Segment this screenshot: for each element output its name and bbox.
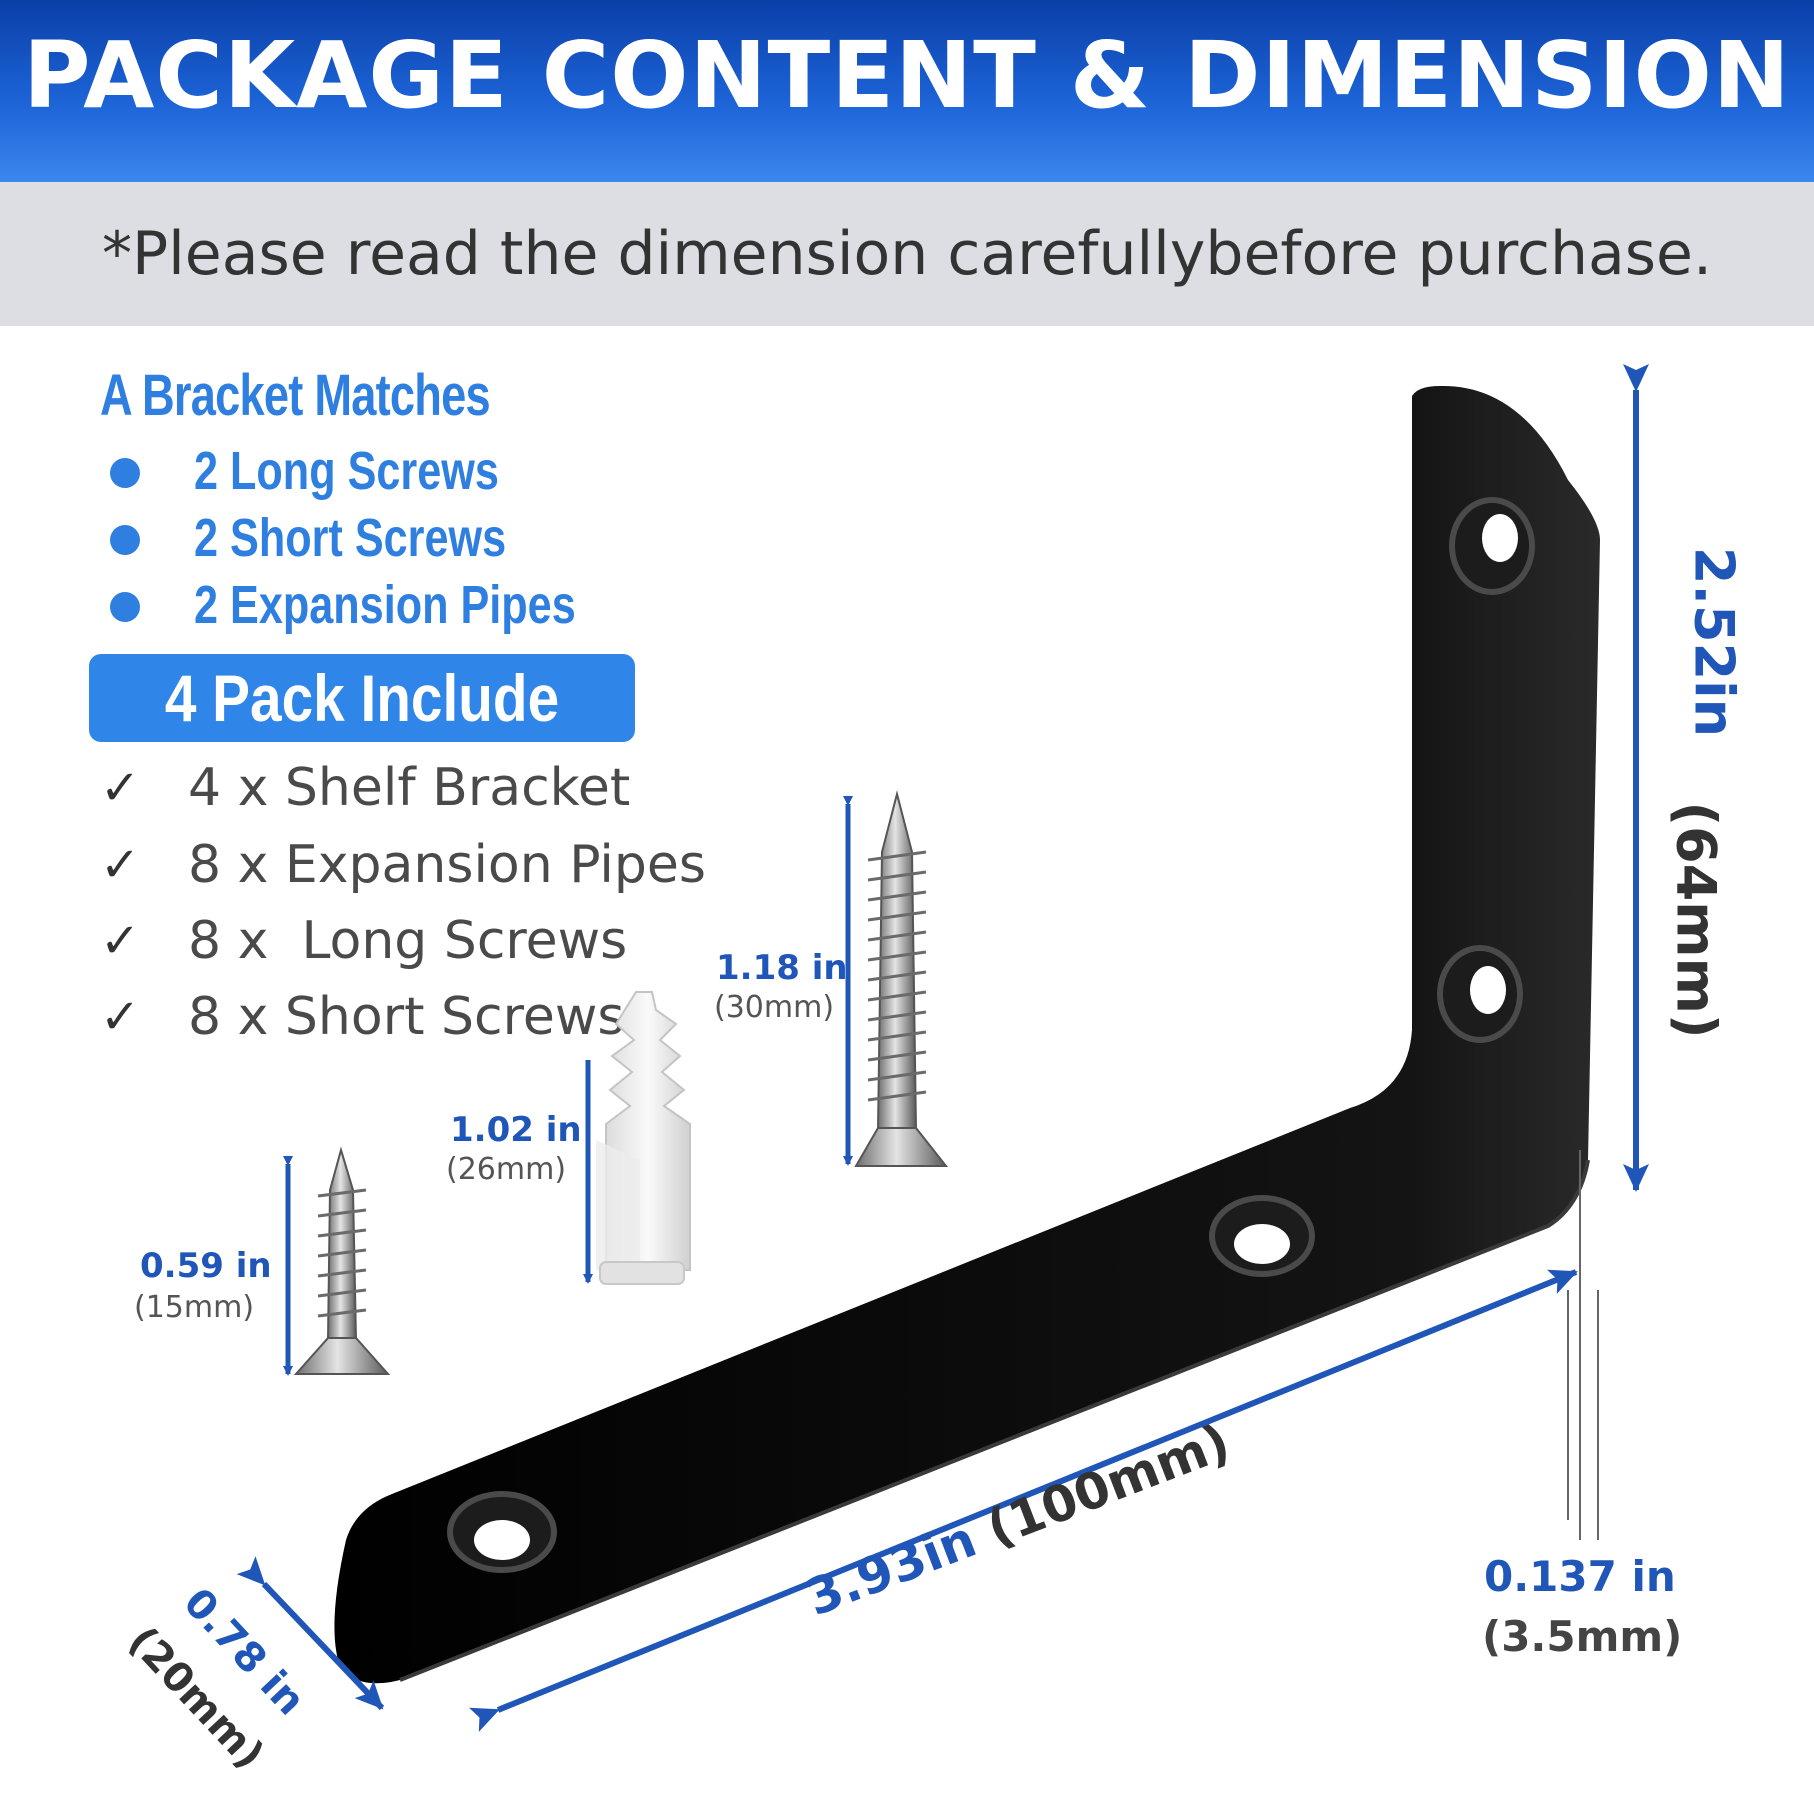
- long-screw-dimension-mm: (30mm): [714, 990, 835, 1025]
- long-screw-image: [854, 790, 949, 1167]
- pack-include-badge: 4 Pack Include: [89, 654, 635, 742]
- checkmark-icon: ✓: [100, 989, 141, 1045]
- header-banner: PACKAGE CONTENT & DIMENSION: [0, 0, 1814, 182]
- shelf-bracket-image: [334, 385, 1600, 1684]
- match-item-label: 2 Long Screws: [194, 441, 499, 501]
- bracket-thickness-dimension-mm: (3.5mm): [1482, 1612, 1683, 1661]
- dimension-arrows: [236, 364, 1649, 1732]
- notice-text: *Please read the dimension carefullybefo…: [101, 219, 1713, 289]
- page-title: PACKAGE CONTENT & DIMENSION: [23, 22, 1791, 129]
- short-screw-dimension-mm: (15mm): [134, 1290, 255, 1325]
- checkmark-icon: ✓: [100, 837, 141, 893]
- include-item-label: 8 x Expansion Pipes: [188, 835, 706, 895]
- checkmark-icon: ✓: [100, 760, 141, 816]
- include-item-label: 8 x Long Screws: [188, 911, 628, 971]
- bracket-thickness-dimension: 0.137 in: [1484, 1552, 1676, 1601]
- expansion-pipe-image: [596, 991, 691, 1285]
- bracket-matches-title: A Bracket Matches: [100, 363, 491, 428]
- notice-bar: *Please read the dimension carefullybefo…: [0, 182, 1814, 326]
- expansion-pipe-dimension: 1.02 in: [450, 1110, 582, 1150]
- bullet-icon: [110, 525, 140, 555]
- thickness-guide: [1567, 1150, 1599, 1540]
- bracket-height-dimension-mm: (64mm): [1664, 801, 1728, 1039]
- bracket-height-dimension: 2.52in: [1682, 546, 1746, 738]
- checkmark-icon: ✓: [100, 913, 141, 969]
- match-item-label: 2 Short Screws: [194, 508, 507, 568]
- expansion-pipe-dimension-mm: (26mm): [446, 1152, 567, 1187]
- include-item-label: 8 x Short Screws: [188, 987, 625, 1047]
- match-item-label: 2 Expansion Pipes: [194, 575, 576, 635]
- bullet-icon: [110, 592, 140, 622]
- include-item-label: 4 x Shelf Bracket: [188, 758, 631, 818]
- pack-include-label: 4 Pack Include: [164, 661, 560, 735]
- bullet-icon: [110, 458, 140, 488]
- short-screw-image: [293, 1146, 391, 1375]
- short-screw-dimension: 0.59 in: [140, 1246, 272, 1286]
- long-screw-dimension: 1.18 in: [716, 948, 848, 988]
